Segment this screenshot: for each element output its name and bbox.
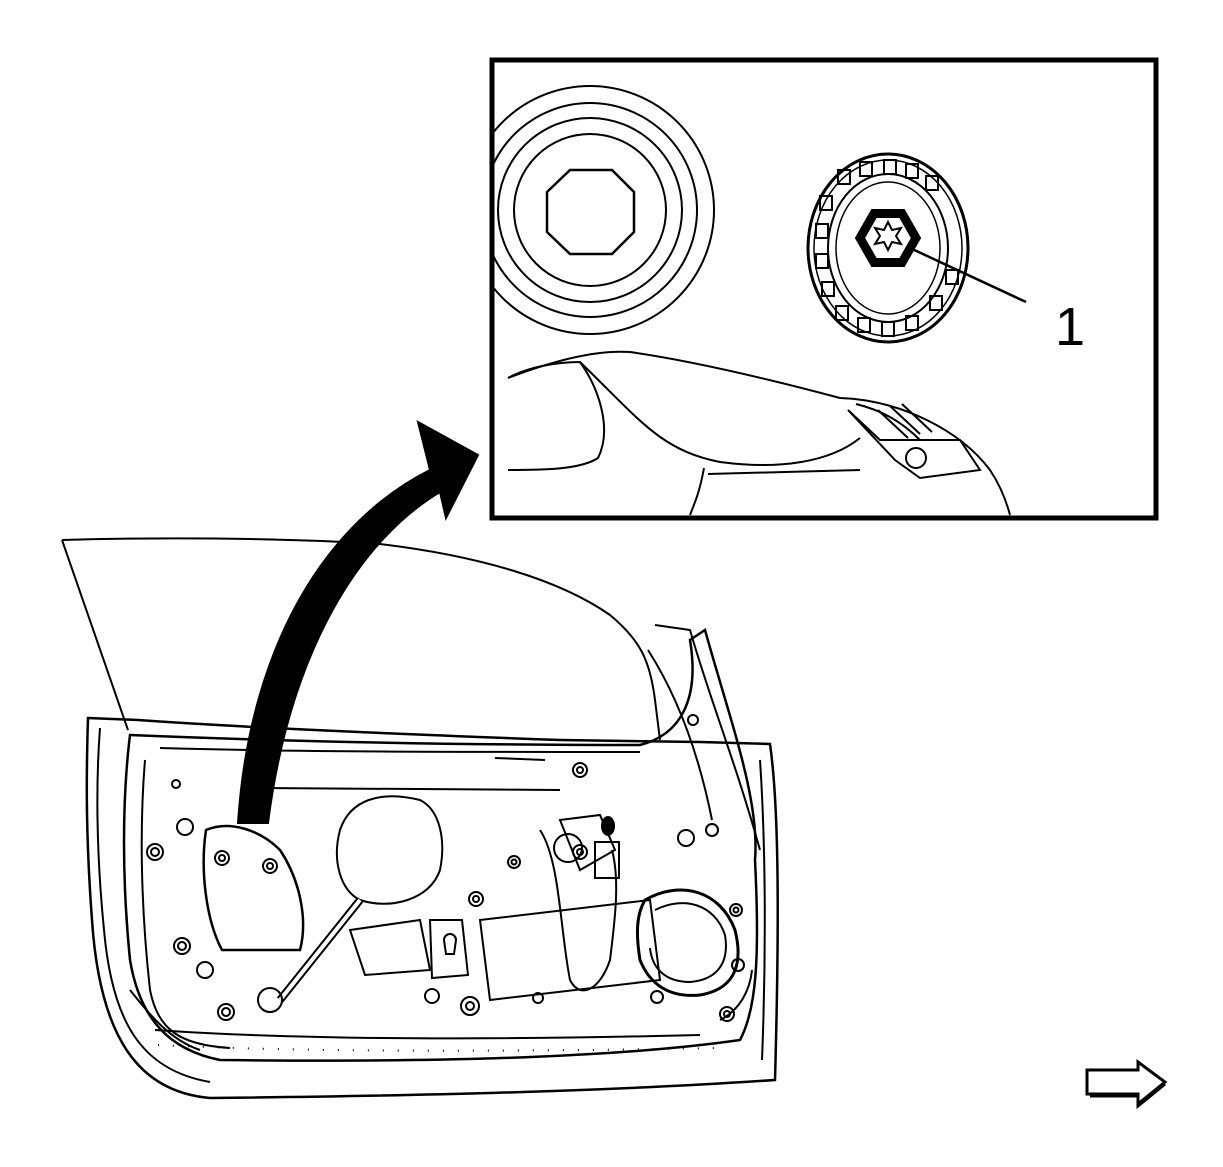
window-regulator — [276, 813, 662, 1003]
door-outer-skin — [85, 716, 779, 1100]
curved-zoom-arrow-icon — [236, 420, 480, 824]
torx-bolt — [854, 209, 922, 267]
right-outline-arrow-icon — [1085, 1059, 1168, 1108]
lock-bracket — [428, 919, 470, 980]
access-hole-left — [202, 824, 305, 952]
speaker-rings — [492, 85, 715, 335]
inset-panel-lines — [507, 350, 1011, 516]
detail-inset — [489, 57, 1159, 521]
mounting-holes — [146, 714, 745, 1022]
callout-leader-line — [909, 246, 1027, 304]
detail-inset-frame — [489, 57, 1159, 521]
fastener-grommet — [806, 152, 970, 344]
window-frame-pillar — [647, 624, 761, 851]
window-glass — [61, 537, 661, 741]
speaker-opening — [635, 888, 740, 997]
door-assembly — [61, 537, 779, 1100]
callout-label-1: 1 — [1055, 297, 1085, 357]
access-hole-large — [336, 795, 444, 905]
door-inner-panel — [122, 628, 759, 1062]
